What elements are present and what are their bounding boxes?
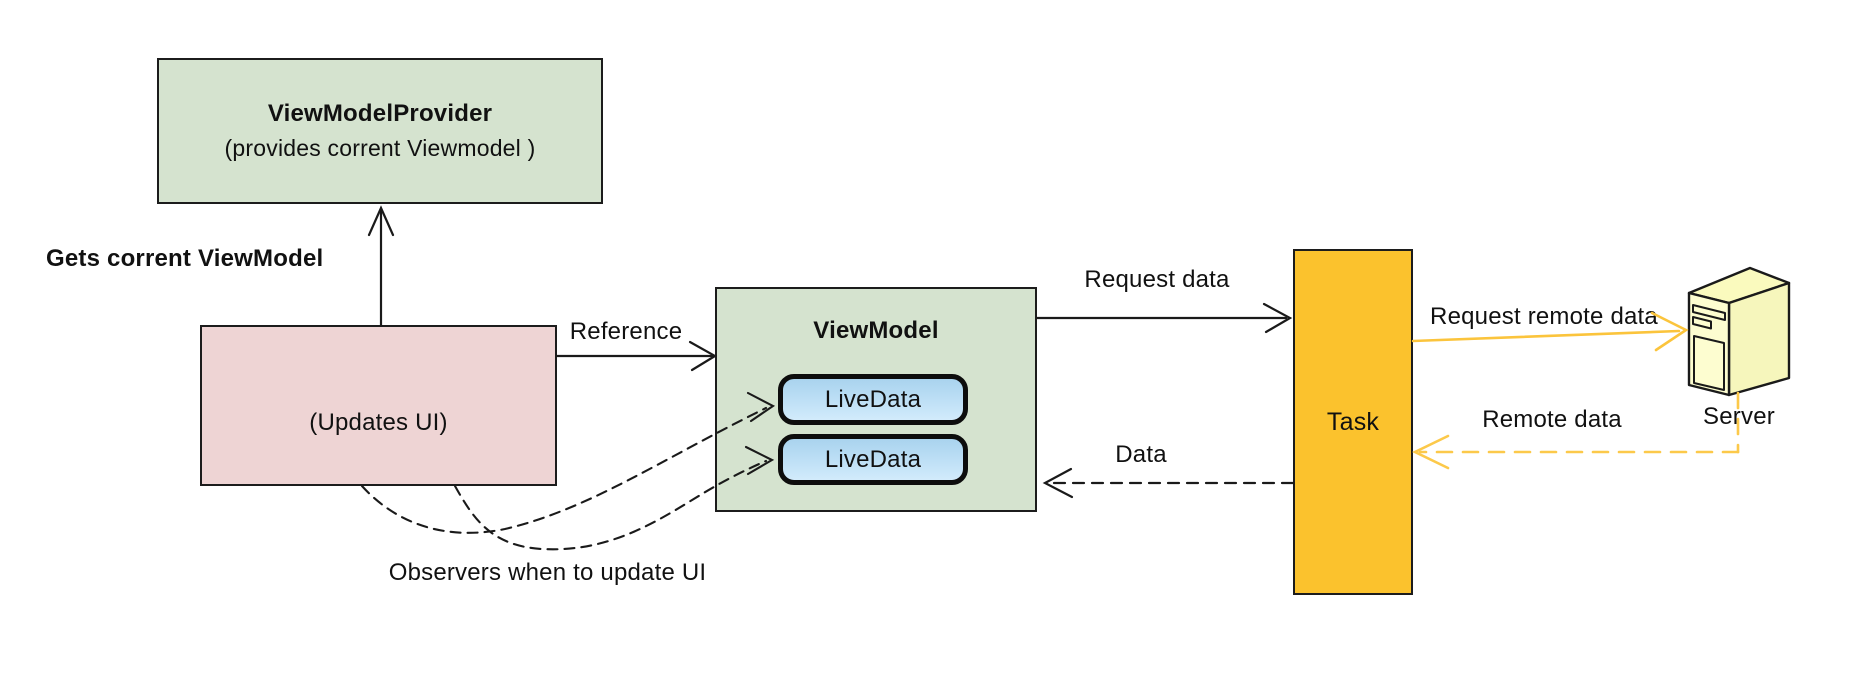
arrow-data (1042, 467, 1295, 499)
node-livedata-2: LiveData (778, 434, 968, 485)
arrow-reference (555, 340, 718, 372)
arrow-request-data (1035, 302, 1293, 334)
label-data: Data (1115, 441, 1167, 468)
label-server: Server (1703, 403, 1775, 430)
node-viewmodelprovider: ViewModelProvider (provides corrent View… (157, 58, 603, 204)
server-tower-icon (1687, 266, 1791, 397)
label-request-data: Request data (1084, 266, 1230, 293)
viewmodelprovider-title: ViewModelProvider (267, 100, 493, 127)
livedata-2-label: LiveData (824, 445, 922, 473)
label-remote-data: Remote data (1482, 406, 1622, 433)
label-request-remote-data: Request remote data (1430, 303, 1658, 330)
activity-label: (Updates UI) (309, 408, 448, 436)
arrow-gets-viewmodel (367, 205, 395, 327)
task-label: Task (1326, 407, 1380, 436)
viewmodel-title: ViewModel (813, 317, 939, 344)
label-reference: Reference (569, 318, 683, 345)
node-livedata-1: LiveData (778, 374, 968, 425)
node-task: Task (1293, 249, 1413, 595)
node-viewmodel: ViewModel LiveData LiveData (715, 287, 1037, 512)
livedata-1-label: LiveData (824, 385, 922, 413)
node-activity: (Updates UI) (200, 325, 557, 486)
viewmodelprovider-subtitle: (provides corrent Viewmodel ) (224, 135, 536, 161)
label-observers: Observers when to update UI (388, 559, 707, 586)
label-gets-current-viewmodel: Gets corrent ViewModel (46, 245, 324, 272)
